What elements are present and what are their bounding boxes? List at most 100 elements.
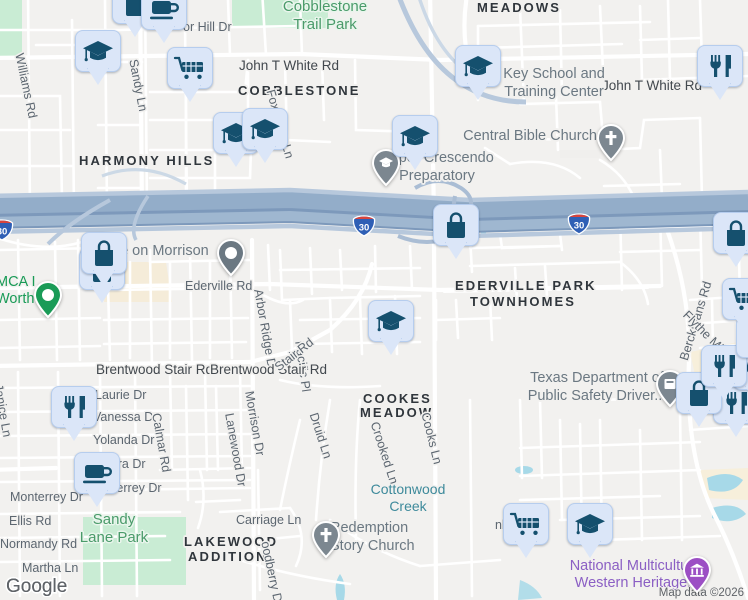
svg-text:Google: Google [6,576,67,597]
poi-marker-grocery[interactable] [167,47,213,102]
poi-label-line: Sandy Lane Park [79,511,149,546]
shield-number: 30 [0,227,7,238]
poi-marker-school[interactable] [242,108,288,163]
poi-label-line: Redemption Story Church [330,520,415,554]
interstate-shield-icon: 30 [567,213,591,235]
interstate-shield-icon: 30 [352,215,376,237]
neighborhood-label: EDERVILLE PARK [455,278,597,293]
neighborhood-label: ADDITION [188,549,268,564]
restaurant-icon [710,55,731,77]
poi-marker-grocery[interactable] [503,503,549,558]
school-icon [83,41,113,62]
school-icon [400,126,430,147]
poi-marker-shopping[interactable] [713,212,748,267]
grocery-cart-icon [728,287,748,310]
interstate-shield[interactable]: 30 [352,215,376,237]
road-label: Stair Rd [272,335,317,375]
poi-label-line: Cottonwood Creek [370,481,446,514]
neighborhood-label: LAKEWOOD [184,534,279,549]
neighborhood-label: MEADOW [360,405,434,420]
poi-label-line: Central Bible Church [463,128,597,144]
poi-marker-school[interactable] [75,30,121,85]
poi-label: Cobblestone Trail Park [275,0,375,34]
restaurant-icon [64,396,85,418]
google-logo[interactable]: Google Google [5,575,93,597]
road-label: Vanessa Dr [93,410,158,424]
marker-box [141,0,187,30]
map-attribution: Map data ©2026 [658,587,744,599]
school-icon [376,311,406,332]
road-label: Janice Ln [0,383,15,439]
shopping-bag-icon [95,240,113,266]
road-label: Brentwood Stair Rd [210,362,328,377]
shopping-bag-icon [727,220,745,246]
shield-number: 30 [359,223,370,234]
road-label: Monterrey Dr [10,490,83,504]
poi-marker-shopping[interactable] [81,232,127,287]
coffee-icon [83,465,112,484]
road-label: or Hill Dr [183,20,232,34]
poi-marker-school[interactable] [368,300,414,355]
road-label: Pacific Pl [292,340,314,393]
poi-marker-coffee[interactable] [141,0,187,43]
road-label: Lanewood Dr [222,412,249,488]
road-label: Carriage Ln [236,513,302,527]
neighborhood-label: COOKES [363,391,432,406]
road-label: oodberry Dr [258,540,286,600]
poi-marker-coffee[interactable] [74,452,120,507]
poi-label: Sandy Lane Park [72,511,156,547]
road-label: Normandy Rd [0,537,78,551]
road-label: Cooks Ln [418,411,445,466]
church-circle-icon[interactable] [311,521,341,559]
school-icon [575,514,605,535]
road-label: Ellis Rd [9,514,52,528]
svg-text:Google: Google [6,576,67,597]
church-circle-icon[interactable] [596,124,626,162]
poi-marker-restaurant[interactable] [697,45,743,100]
school-circle-icon[interactable] [371,149,401,187]
road-label: Brentwood Stair Rd [96,362,214,377]
poi-label-line: Texas Department of Public Safety Driver… [527,370,667,404]
neighborhood-label: TOWNHOMES [470,294,577,309]
poi-label-line: MCA I Worth [0,274,36,308]
poi-marker-shopping[interactable] [433,204,479,259]
interstate-shield[interactable]: 30 [567,213,591,235]
poi-label: Key School and Training Center [480,66,628,101]
restaurant-icon [726,392,747,414]
interstate-shield-icon: 30 [0,219,14,241]
road-label: Morrison Dr [242,390,268,457]
neighborhood-label: HARMONY HILLS [79,153,215,168]
school-icon [463,56,493,77]
google-wordmark-icon: Google Google [5,575,69,597]
shopping-bag-icon [126,0,144,16]
road-label: Druid Ln [306,411,335,461]
park-polygons [0,0,328,585]
poi-label: MCA I Worth [0,274,35,309]
poi-marker-school[interactable] [392,115,438,170]
poi-marker-school[interactable] [567,503,613,558]
grocery-cart-icon [173,56,203,79]
poi-marker-restaurant[interactable] [51,386,97,441]
road-label: John T White Rd [602,78,703,93]
road-label: Ederville Rd [185,279,253,293]
restaurant-icon [714,355,735,377]
school-icon [250,119,280,140]
school-circle-icon[interactable] [216,239,246,277]
road-label: Yolanda Dr [93,433,155,447]
park-circle-icon[interactable] [33,281,63,319]
road-label: Laurie Dr [95,388,147,402]
shield-number: 30 [574,221,585,232]
interstate-shield[interactable]: 30 [0,219,14,241]
poi-label: Cottonwood Creek [362,481,454,515]
poi-marker-school[interactable] [455,45,501,100]
museum-circle-icon[interactable] [682,556,712,594]
neighborhood-label: MEADOWS [477,0,562,15]
grocery-cart-icon [509,512,539,535]
poi-marker-grocery[interactable] [722,278,748,333]
poi-label-line: Key School and Training Center [503,66,605,100]
poi-label: Texas Department of Public Safety Driver… [518,370,676,405]
marker-box [51,386,97,428]
coffee-icon [150,1,179,20]
